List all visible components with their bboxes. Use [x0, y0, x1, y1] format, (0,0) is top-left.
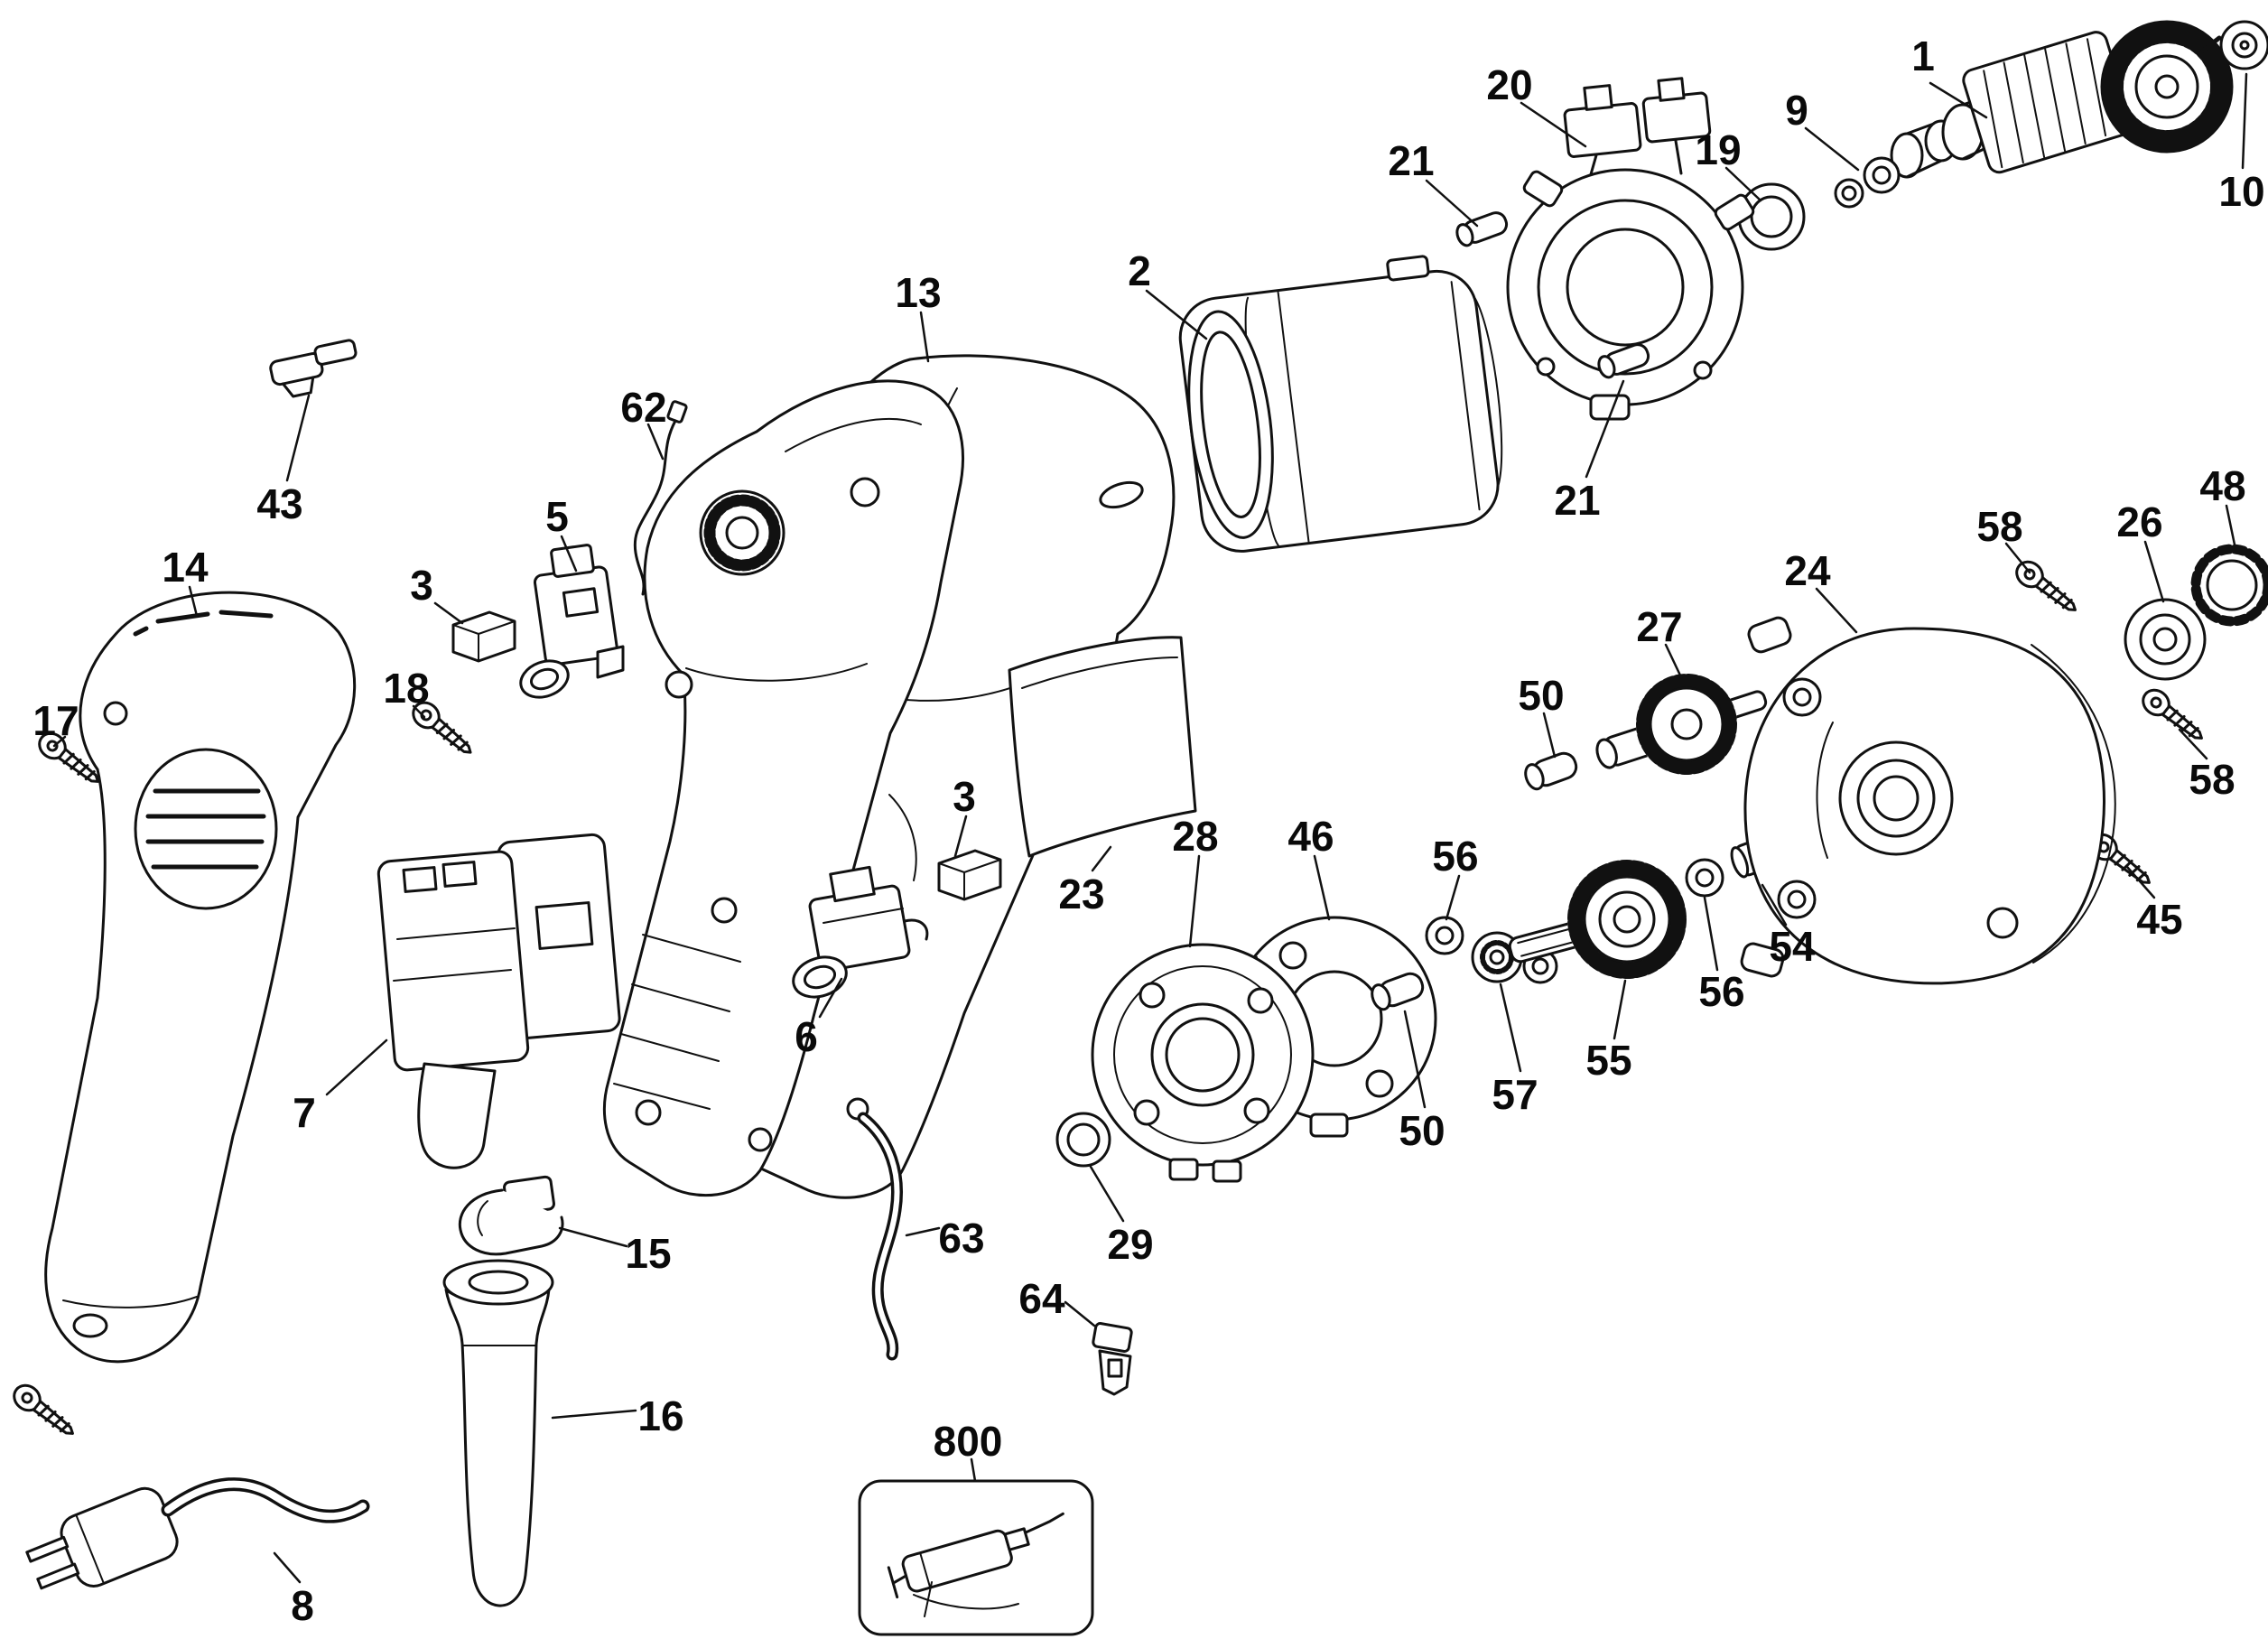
callout-45: 45 — [2136, 896, 2182, 943]
callout-64: 64 — [1018, 1275, 1065, 1322]
callout-17: 17 — [33, 697, 79, 744]
callout-19: 19 — [1695, 126, 1741, 173]
cord-protector-part-15 — [458, 1175, 564, 1256]
bracket-part-5 — [519, 544, 625, 699]
nameplate-part-23 — [1008, 636, 1197, 858]
brush-cap-part-3b — [937, 849, 1002, 901]
screw-part-17 — [38, 731, 99, 783]
callout-43: 43 — [256, 480, 302, 527]
washers-part-9 — [1834, 156, 1901, 209]
callout-3b: 3 — [953, 773, 976, 820]
brush-ring-parts-20-21 — [1455, 77, 1755, 421]
armature-part-1 — [1890, 20, 2234, 179]
callout-46: 46 — [1287, 813, 1334, 860]
callout-50b: 50 — [1399, 1107, 1445, 1154]
callout-63: 63 — [938, 1215, 984, 1262]
bearing-part-10 — [2219, 20, 2268, 70]
gear-part-27 — [1595, 674, 1768, 775]
callout-62: 62 — [620, 384, 666, 431]
callout-28: 28 — [1172, 813, 1218, 860]
callout-6: 6 — [795, 1013, 818, 1060]
callout-20: 20 — [1486, 61, 1532, 108]
switch-module-part-7 — [376, 833, 621, 1169]
callout-5: 5 — [545, 493, 569, 540]
field-stator-part-2 — [1178, 255, 1503, 553]
callout-58b: 58 — [2189, 756, 2235, 803]
callout-54: 54 — [1769, 923, 1816, 970]
callout-800: 800 — [934, 1418, 1003, 1465]
inset-box-part-800 — [858, 1479, 1094, 1636]
screw-part-58b — [2142, 688, 2203, 740]
callout-15: 15 — [625, 1230, 671, 1277]
bearing-part-26 — [2124, 598, 2207, 681]
callout-21b: 21 — [1554, 477, 1600, 524]
pin-part-21a — [1455, 211, 1509, 247]
callout-18: 18 — [383, 665, 429, 712]
handle-housing-part-14 — [44, 591, 357, 1364]
callout-labels: 1 2 3 3 5 6 7 8 9 10 13 14 15 16 17 18 1… — [33, 33, 2264, 1629]
callout-56b: 56 — [1698, 968, 1744, 1015]
leader-lines — [52, 72, 2248, 1584]
callout-50a: 50 — [1518, 672, 1564, 719]
gear-part-55 — [1508, 860, 1687, 979]
brush-cap-part-3a — [451, 610, 516, 663]
washer-part-56b — [1685, 858, 1724, 898]
gear-case-part-24 — [1740, 616, 2116, 985]
clutch-plate-part-28 — [1091, 943, 1315, 1183]
callout-1: 1 — [1911, 33, 1935, 79]
callout-8: 8 — [291, 1582, 314, 1629]
side-handle-part-16 — [442, 1259, 554, 1607]
power-cord-part-8 — [25, 1477, 370, 1590]
callout-14: 14 — [162, 544, 209, 591]
callout-21a: 21 — [1388, 137, 1434, 184]
grease-tube-icon — [887, 1512, 1064, 1599]
pin-part-50a — [1524, 751, 1578, 791]
callout-48: 48 — [2199, 462, 2245, 509]
washer-part-56a — [1425, 916, 1464, 955]
callout-23: 23 — [1058, 871, 1104, 917]
washer-part-29 — [1055, 1112, 1111, 1168]
callout-55: 55 — [1585, 1037, 1631, 1084]
screw-part-17-lower — [13, 1383, 74, 1435]
callout-9: 9 — [1785, 87, 1808, 134]
callout-10: 10 — [2218, 168, 2264, 215]
callout-3a: 3 — [410, 562, 433, 609]
pin-part-50b — [1371, 972, 1425, 1011]
callout-57: 57 — [1492, 1071, 1538, 1118]
screw-part-18 — [412, 701, 472, 754]
clip-part-43 — [269, 339, 358, 398]
callout-58a: 58 — [1976, 503, 2022, 550]
brush-holder-part-6 — [792, 865, 929, 999]
callout-26: 26 — [2116, 498, 2162, 545]
callout-27: 27 — [1636, 603, 1682, 650]
callout-29: 29 — [1107, 1221, 1153, 1268]
clip-part-64 — [1092, 1322, 1133, 1396]
callout-7: 7 — [293, 1089, 316, 1136]
ring-part-19 — [1737, 182, 1806, 251]
callout-13: 13 — [895, 269, 941, 316]
screw-part-58a — [2015, 560, 2077, 611]
callout-24: 24 — [1784, 547, 1831, 594]
wire-part-62 — [633, 400, 688, 596]
callout-16: 16 — [637, 1392, 683, 1439]
motor-housing-inner-half-part-13 — [602, 379, 964, 1197]
callout-2: 2 — [1128, 247, 1151, 294]
pin-part-21b — [1597, 343, 1650, 379]
wire-part-63 — [846, 1097, 903, 1361]
lock-washer-part-48 — [2190, 544, 2268, 627]
callout-56a: 56 — [1432, 833, 1478, 880]
